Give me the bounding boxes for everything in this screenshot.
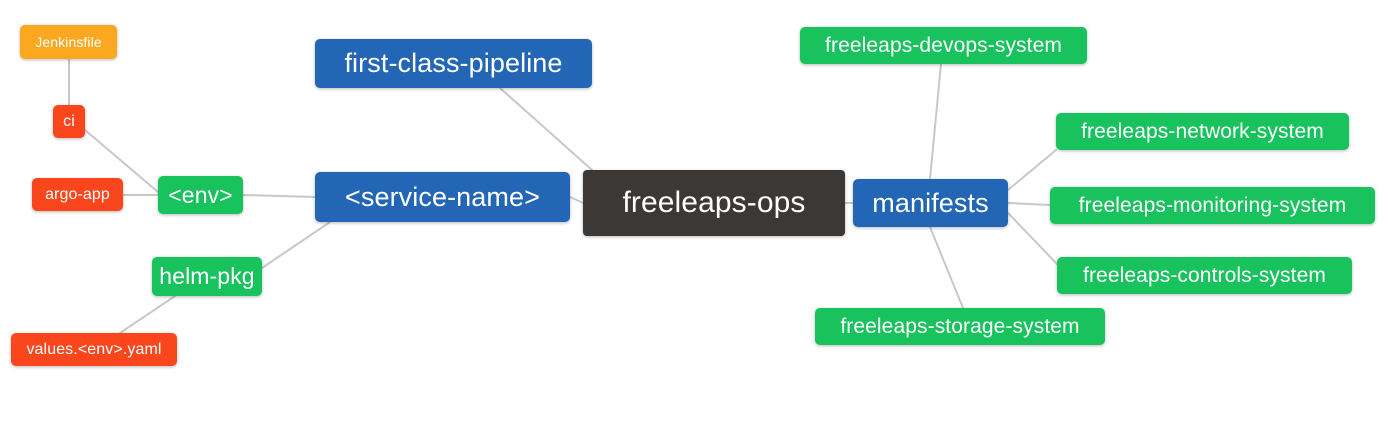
mindmap-node-label: Jenkinsfile xyxy=(35,34,102,50)
edge-helm-pkg-to-values-env-yaml xyxy=(119,295,176,334)
mindmap-node-manifests[interactable]: manifests xyxy=(853,179,1008,227)
edge-freeleaps-ops-to-service-name xyxy=(569,196,584,204)
mindmap-node-freeleaps-network-system[interactable]: freeleaps-network-system xyxy=(1056,113,1349,150)
mindmap-node-label: manifests xyxy=(872,187,989,218)
mindmap-node-env[interactable]: <env> xyxy=(158,176,243,214)
edge-service-name-to-helm-pkg xyxy=(261,221,331,269)
mindmap-node-label: freeleaps-network-system xyxy=(1081,120,1324,143)
mindmap-node-service-name[interactable]: <service-name> xyxy=(315,172,570,222)
mindmap-node-argo-app[interactable]: argo-app xyxy=(32,178,123,211)
edge-manifests-to-freeleaps-storage-system xyxy=(929,226,964,309)
edge-manifests-to-freeleaps-network-system xyxy=(1007,149,1057,191)
mindmap-node-label: ci xyxy=(63,112,75,130)
mindmap-node-label: freeleaps-monitoring-system xyxy=(1078,194,1347,217)
mindmap-node-label: first-class-pipeline xyxy=(344,48,563,78)
mindmap-node-freeleaps-devops-system[interactable]: freeleaps-devops-system xyxy=(800,27,1087,64)
mindmap-node-jenkinsfile[interactable]: Jenkinsfile xyxy=(20,25,117,59)
mindmap-node-ci[interactable]: ci xyxy=(53,105,85,138)
mindmap-node-label: freeleaps-devops-system xyxy=(825,34,1062,57)
mindmap-node-label: argo-app xyxy=(45,185,110,203)
mindmap-node-label: freeleaps-storage-system xyxy=(840,315,1080,338)
edge-manifests-to-freeleaps-monitoring-system xyxy=(1007,202,1051,206)
edge-manifests-to-freeleaps-devops-system xyxy=(929,63,942,180)
mindmap-node-label: helm-pkg xyxy=(159,263,255,289)
mindmap-node-label: freeleaps-controls-system xyxy=(1083,264,1326,287)
mindmap-node-freeleaps-storage-system[interactable]: freeleaps-storage-system xyxy=(815,308,1105,345)
mindmap-node-freeleaps-monitoring-system[interactable]: freeleaps-monitoring-system xyxy=(1050,187,1375,224)
mindmap-node-helm-pkg[interactable]: helm-pkg xyxy=(152,257,262,296)
mindmap-node-values-env-yaml[interactable]: values.<env>.yaml xyxy=(11,333,177,366)
edge-service-name-to-env xyxy=(242,194,316,198)
edge-freeleaps-ops-to-first-class-pipeline xyxy=(499,87,593,171)
mindmap-node-freeleaps-ops[interactable]: freeleaps-ops xyxy=(583,170,845,236)
mindmap-node-first-class-pipeline[interactable]: first-class-pipeline xyxy=(315,39,592,88)
mindmap-node-freeleaps-controls-system[interactable]: freeleaps-controls-system xyxy=(1057,257,1352,294)
mindmap-node-label: <service-name> xyxy=(345,181,540,212)
mindmap-node-label: freeleaps-ops xyxy=(622,186,806,219)
mindmap-node-label: values.<env>.yaml xyxy=(26,340,162,358)
mindmap-node-label: <env> xyxy=(168,181,233,208)
